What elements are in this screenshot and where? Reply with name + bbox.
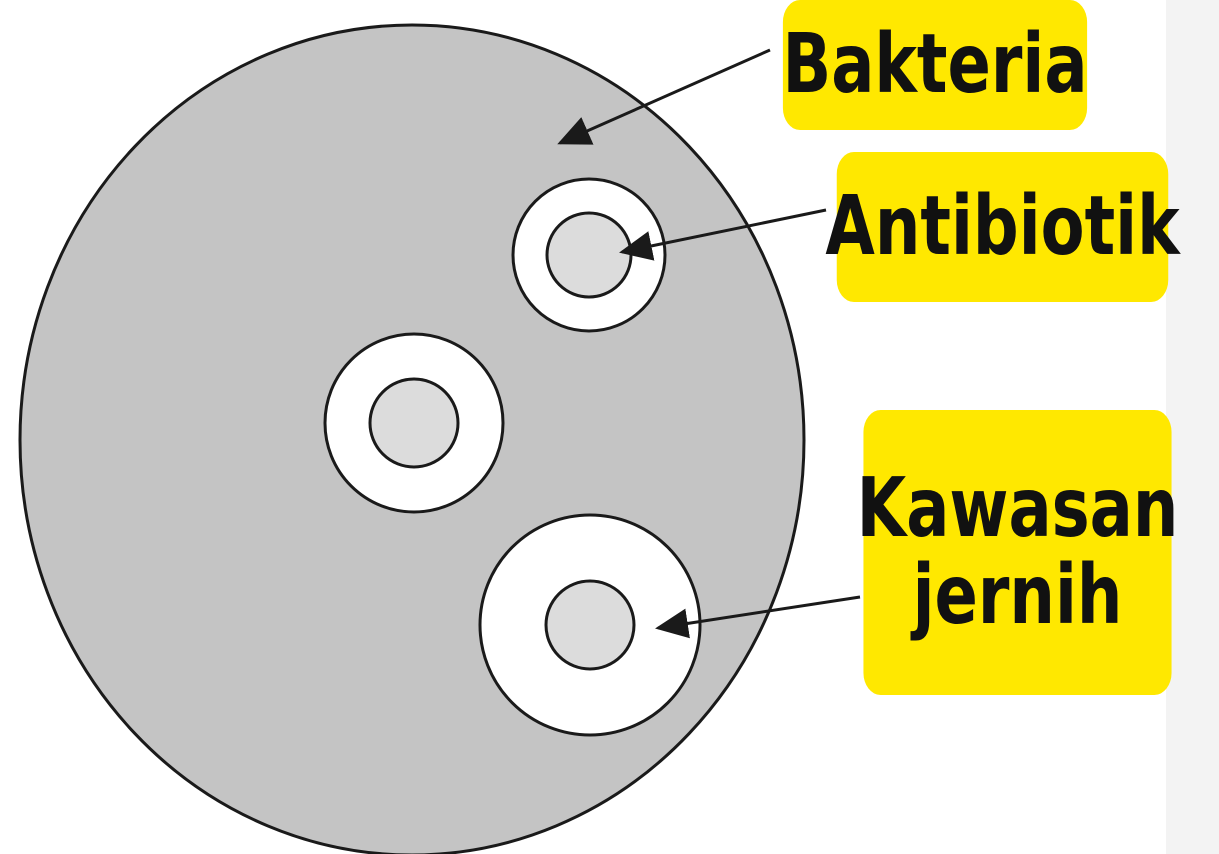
antibiotic-disc-middle	[370, 379, 458, 467]
label-antibiotik-text: Antibiotik	[825, 184, 1179, 270]
label-kawasan-line2: jernih	[913, 553, 1123, 639]
label-kawasan-jernih: Kawasan jernih	[863, 410, 1171, 695]
label-bakteria-text: Bakteria	[782, 22, 1087, 108]
label-bakteria: Bakteria	[783, 0, 1087, 130]
antibiotic-disc-top	[547, 213, 631, 297]
label-antibiotik: Antibiotik	[837, 152, 1169, 302]
label-kawasan-line1: Kawasan	[857, 466, 1179, 552]
antibiotic-disc-bottom	[546, 581, 634, 669]
